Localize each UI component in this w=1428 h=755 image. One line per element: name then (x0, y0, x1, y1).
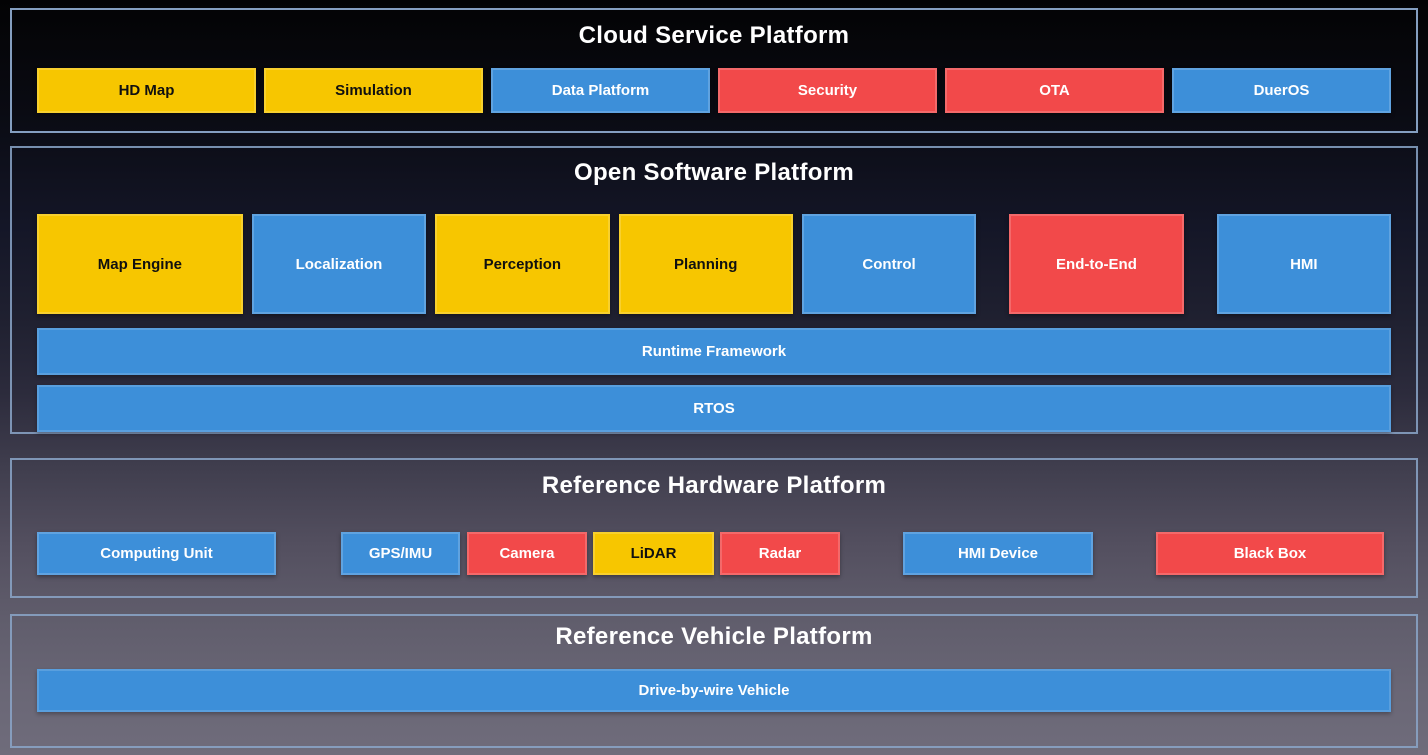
software-tile-row: Map Engine Localization Perception Plann… (37, 214, 1392, 314)
tile-hd-map: HD Map (37, 68, 256, 113)
cloud-tile-row: HD Map Simulation Data Platform Security… (37, 68, 1391, 113)
tile-planning: Planning (618, 214, 793, 314)
section-title-cloud-service-platform: Cloud Service Platform (578, 22, 850, 49)
tile-end-to-end: End-to-End (1009, 214, 1184, 314)
bar-drive-by-wire-vehicle: Drive-by-wire Vehicle (37, 669, 1391, 712)
tile-lidar: LiDAR (593, 532, 714, 575)
tile-hmi-device: HMI Device (903, 532, 1093, 575)
tile-control: Control (801, 214, 977, 314)
tile-camera: Camera (467, 532, 587, 575)
tile-data-platform: Data Platform (491, 68, 710, 113)
tile-black-box: Black Box (1156, 532, 1384, 575)
bar-runtime-framework: Runtime Framework (37, 328, 1391, 375)
tile-gps-imu: GPS/IMU (341, 532, 460, 575)
bar-rtos: RTOS (37, 385, 1391, 432)
tile-radar: Radar (720, 532, 840, 575)
tile-map-engine: Map Engine (37, 214, 243, 314)
tile-perception: Perception (435, 214, 610, 314)
tile-dueros: DuerOS (1172, 68, 1391, 113)
hardware-tile-row: Computing Unit GPS/IMU Camera LiDAR Rada… (37, 532, 1391, 575)
tile-localization: Localization (251, 214, 427, 314)
section-open-software-platform: Open Software Platform Map Engine Locali… (10, 146, 1418, 434)
tile-hmi: HMI (1216, 214, 1392, 314)
tile-ota: OTA (945, 68, 1164, 113)
tile-simulation: Simulation (264, 68, 483, 113)
section-title-reference-hardware-platform: Reference Hardware Platform (541, 472, 887, 499)
section-cloud-service-platform: Cloud Service Platform HD Map Simulation… (10, 8, 1418, 133)
section-title-reference-vehicle-platform: Reference Vehicle Platform (555, 623, 873, 650)
tile-computing-unit: Computing Unit (37, 532, 276, 575)
tile-security: Security (718, 68, 937, 113)
section-title-open-software-platform: Open Software Platform (574, 159, 854, 186)
section-reference-hardware-platform: Reference Hardware Platform Computing Un… (10, 458, 1418, 598)
section-reference-vehicle-platform: Reference Vehicle Platform Drive-by-wire… (10, 614, 1418, 748)
